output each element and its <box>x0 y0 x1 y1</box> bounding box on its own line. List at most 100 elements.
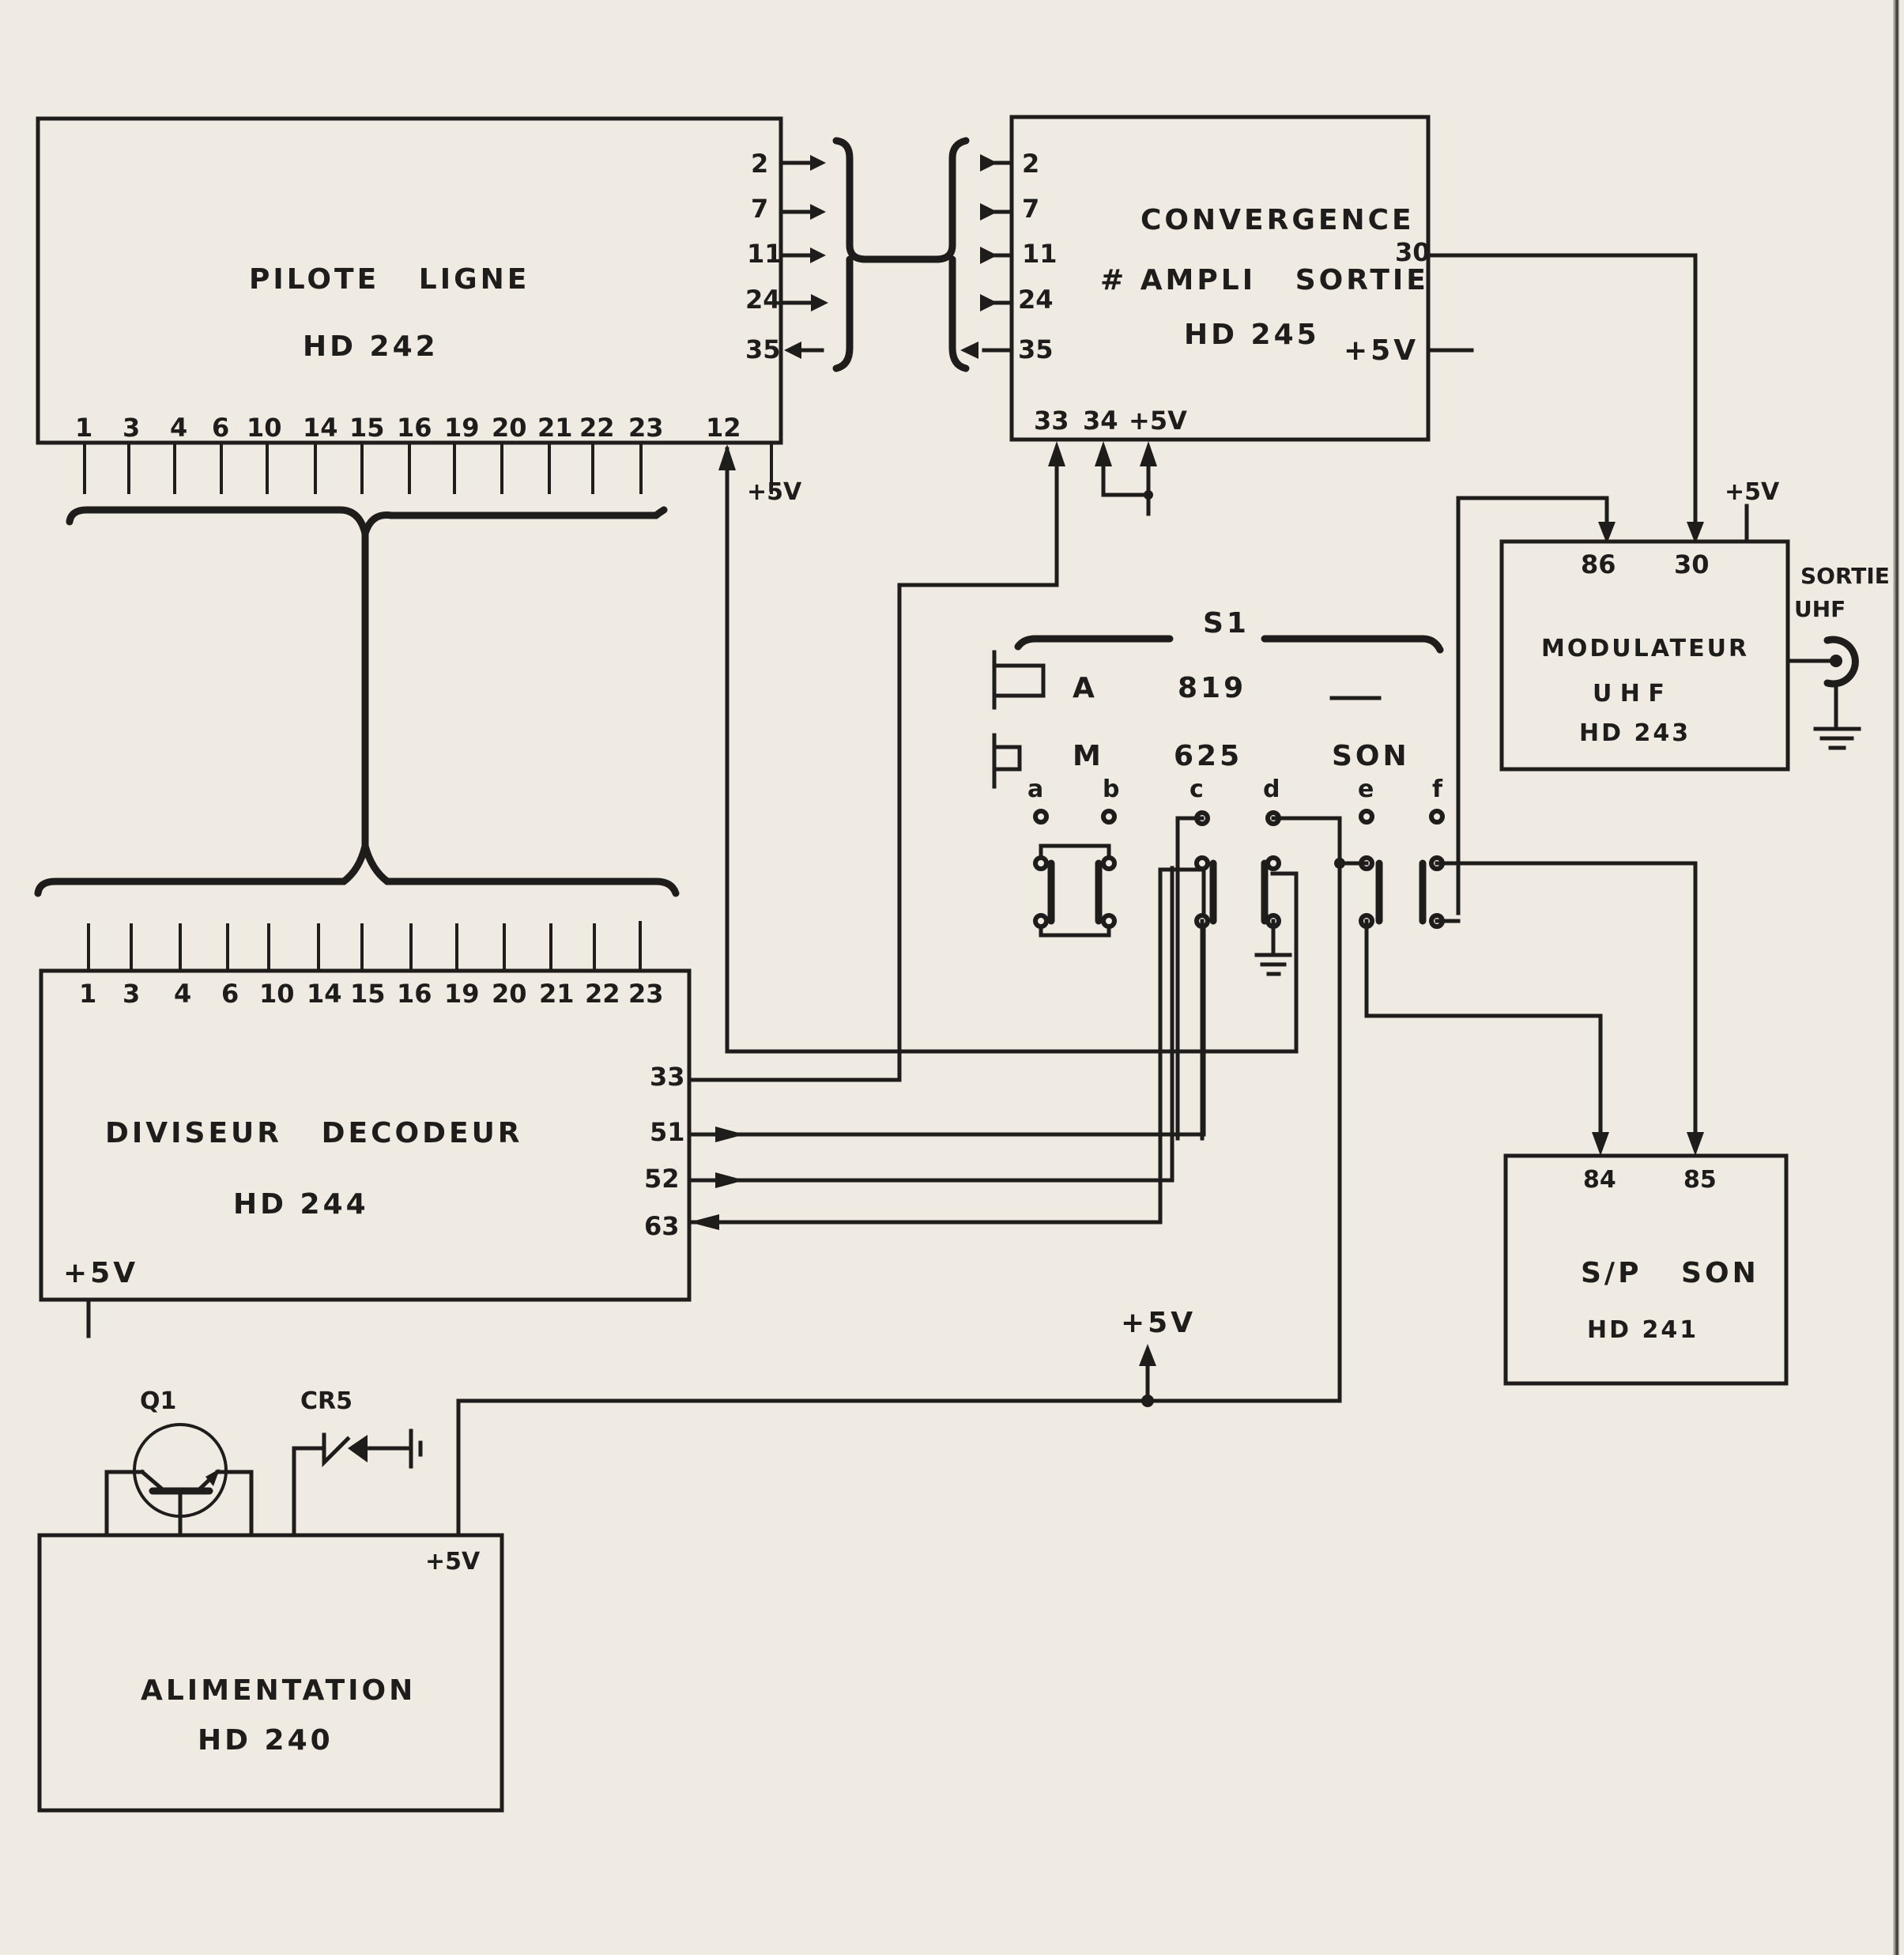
arrow-down-icon <box>1687 1132 1704 1156</box>
pin-label: 10 <box>259 979 295 1009</box>
arrow-in-icon <box>980 154 997 172</box>
pin-label: 21 <box>537 413 573 443</box>
pin-label: 22 <box>579 413 615 443</box>
alimentation-supply-label: +5V <box>425 1548 481 1576</box>
sortie-uhf-label-2: UHF <box>1794 596 1846 622</box>
pin-label: 20 <box>492 413 527 443</box>
contact-label: d <box>1263 776 1280 803</box>
pin-label: 35 <box>1018 334 1054 364</box>
arrow-down-icon <box>1687 522 1704 544</box>
convergence-output-pin: 30 <box>1395 237 1431 267</box>
s1-label: S1 <box>1203 607 1250 640</box>
pin-label: 34 <box>1083 406 1118 436</box>
pin-label: 14 <box>303 413 338 443</box>
ground-icon <box>1254 953 1292 976</box>
arrow-in-icon <box>980 247 997 264</box>
diviseur-part: HD 244 <box>233 1188 369 1221</box>
uhf-connector-icon <box>1785 636 1859 730</box>
diviseur-right-pins: 33 51 52 63 <box>644 1062 685 1241</box>
pushbutton-m-icon[interactable] <box>992 733 1022 789</box>
wire-diviseur-33-to-convergence-33 <box>687 464 1059 1082</box>
arrow-up-icon <box>718 444 736 470</box>
pin-label: 35 <box>745 334 781 364</box>
cr5-label: CR5 <box>300 1387 353 1415</box>
module-diviseur: 1 3 4 6 10 14 15 16 19 20 21 22 23 DIVIS… <box>39 921 692 1338</box>
pilote-ligne-right-pins: 2 7 11 24 35 <box>745 149 828 364</box>
contact-label: a <box>1027 776 1043 803</box>
pin-label: 52 <box>644 1164 680 1194</box>
junction-dot <box>1334 858 1345 869</box>
s1-row-m-extra: SON <box>1332 740 1410 772</box>
pin-label: 1 <box>79 979 96 1009</box>
module-pilote-ligne: PILOTE LIGNE HD 242 1 3 4 6 10 14 15 16 … <box>36 116 828 506</box>
arrow-out-icon <box>810 155 826 171</box>
arrow-out-icon <box>960 342 978 359</box>
arrow-out-icon <box>810 247 826 263</box>
transistor-q1-icon <box>104 1423 254 1538</box>
pin-label: 14 <box>307 979 342 1009</box>
pin-label: 51 <box>650 1117 685 1147</box>
pin-label: 7 <box>751 194 768 224</box>
convergence-title-1: CONVERGENCE <box>1141 204 1415 236</box>
arrow-in-icon <box>980 294 997 311</box>
arrow-right-icon <box>715 1172 745 1188</box>
arrow-up-icon <box>1140 441 1157 466</box>
pin-label: 1 <box>75 413 92 443</box>
wire-s1-e-to-son-84 <box>1364 919 1603 1145</box>
pushbutton-a-icon[interactable] <box>992 650 1046 710</box>
diviseur-title: DIVISEUR DECODEUR <box>105 1117 523 1149</box>
pin-label: 4 <box>174 979 191 1009</box>
pin-label: 33 <box>1034 406 1069 436</box>
pilote-ligne-bottom-pins: 1 3 4 6 10 14 15 16 19 20 21 22 23 12 <box>75 413 741 443</box>
pin-label: 16 <box>397 413 432 443</box>
pin-label: 86 <box>1581 549 1616 579</box>
pin-label: 2 <box>1022 149 1039 179</box>
alimentation-part: HD 240 <box>198 1724 334 1757</box>
pin-label: 11 <box>747 239 782 269</box>
wire-diviseur-52 <box>687 866 1174 1183</box>
alimentation-box <box>37 1533 504 1813</box>
pin-label: 11 <box>1022 239 1058 269</box>
arrow-left-icon <box>689 1214 719 1230</box>
pin-label: 15 <box>349 413 385 443</box>
s1-row-m-value: 625 <box>1174 740 1242 772</box>
pilote-ligne-part: HD 242 <box>303 330 439 363</box>
page-edge <box>1893 0 1904 1955</box>
pin-label: 3 <box>123 413 140 443</box>
s1-row-a-key: A <box>1073 672 1098 704</box>
wire-diviseur-51 <box>687 866 1206 1137</box>
wire-pilote-12 <box>725 447 1299 1054</box>
arrow-in-icon <box>784 342 801 359</box>
pin-label: 7 <box>1022 194 1039 224</box>
arrow-up-icon <box>1048 441 1065 466</box>
arrow-out-icon <box>810 204 826 220</box>
diviseur-top-pins: 1 3 4 6 10 14 15 16 19 20 21 22 23 <box>79 979 664 1009</box>
sortie-uhf-label-1: SORTIE <box>1800 563 1890 589</box>
convergence-supply-label: +5V <box>1344 334 1419 367</box>
module-alimentation: ALIMENTATION HD 240 +5V Q1 CR5 <box>37 1387 504 1813</box>
q1-label: Q1 <box>140 1387 176 1415</box>
wire-s1-f-to-son-85 <box>1435 861 1698 1145</box>
pin-label: 19 <box>444 979 480 1009</box>
diviseur-supply-label: +5V <box>63 1257 138 1289</box>
modulateur-supply-label: +5V <box>1725 478 1780 506</box>
pin-label: 20 <box>492 979 527 1009</box>
convergence-left-pins: 2 7 11 24 35 <box>960 149 1058 364</box>
pin-label: 63 <box>644 1211 680 1241</box>
pin-label: 84 <box>1583 1166 1616 1194</box>
diviseur-pin-stubs <box>87 921 642 971</box>
s1-top-pads <box>1033 809 1445 826</box>
junction-dot <box>1144 490 1153 500</box>
pin-label: 16 <box>397 979 432 1009</box>
pin-label: 85 <box>1683 1166 1717 1194</box>
s1-row-m-key: M <box>1073 740 1104 772</box>
sp-son-box <box>1503 1153 1789 1386</box>
arrow-down-icon <box>1598 522 1616 544</box>
pilote-ligne-supply-label: +5V <box>747 478 802 506</box>
sp-son-part: HD 241 <box>1587 1316 1699 1344</box>
convergence-part: HD 245 <box>1184 319 1320 351</box>
pin-label: 23 <box>628 979 664 1009</box>
arrow-up-icon <box>1095 441 1112 466</box>
arrow-down-icon <box>1592 1132 1609 1156</box>
